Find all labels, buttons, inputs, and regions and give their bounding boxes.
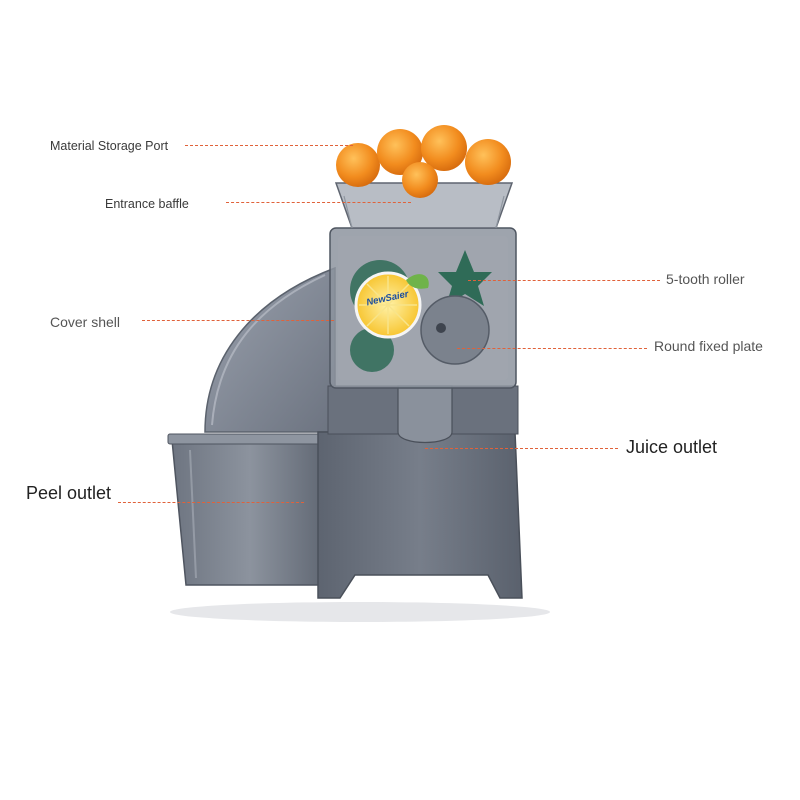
leader-round-fixed-plate — [457, 348, 647, 349]
leader-entrance-baffle — [226, 202, 411, 203]
leader-peel-outlet — [118, 502, 304, 503]
oranges — [336, 125, 511, 198]
round-fixed-plate — [420, 295, 490, 365]
base-stand — [317, 431, 523, 599]
label-material-storage-port: Material Storage Port — [50, 139, 169, 153]
leader-material-storage-port — [185, 145, 353, 146]
leader-cover-shell — [142, 320, 334, 321]
brand-badge — [354, 271, 429, 339]
juice-spout — [397, 385, 453, 444]
leader-five-tooth-roller — [468, 280, 660, 281]
leader-juice-outlet — [425, 448, 618, 449]
label-entrance-baffle: Entrance baffle — [105, 197, 189, 211]
label-cover-shell: Cover shell — [50, 314, 121, 330]
cover-shell — [204, 266, 336, 433]
label-five-tooth-roller: 5-tooth roller — [666, 271, 745, 287]
label-round-fixed-plate: Round fixed plate — [654, 338, 763, 354]
label-juice-outlet: Juice outlet — [626, 437, 718, 457]
label-peel-outlet: Peel outlet — [26, 483, 112, 503]
floor-shadow — [170, 602, 550, 622]
